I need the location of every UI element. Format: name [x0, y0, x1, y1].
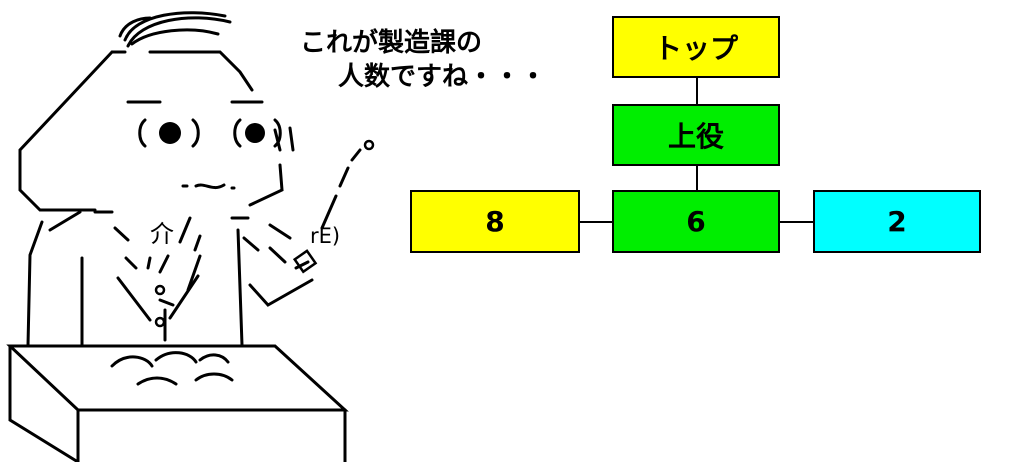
right-eye	[233, 118, 282, 148]
presenter-character	[6, 11, 375, 462]
collar	[113, 216, 202, 307]
org-box-right-label: 2	[887, 205, 907, 238]
hair-strands	[118, 11, 232, 48]
org-box-center: 6	[612, 190, 780, 253]
speech-text: これが製造課の 人数ですね・・・	[300, 26, 546, 94]
pointer-stick	[320, 148, 362, 230]
org-box-left: 8	[410, 190, 580, 253]
org-box-right: 2	[813, 190, 981, 253]
head-right-side	[248, 128, 284, 207]
body-left	[26, 220, 84, 347]
shoulders	[48, 210, 292, 240]
org-box-manager-label: 上役	[667, 120, 724, 153]
cheek-mark	[288, 126, 295, 152]
pointer-glyph: rE)	[310, 224, 341, 248]
org-box-left-label: 8	[485, 205, 505, 238]
connector-center-right	[780, 221, 813, 223]
connector-top-manager	[696, 78, 698, 104]
speech-line-1: これが製造課の	[300, 28, 483, 58]
org-box-top: トップ	[612, 16, 780, 78]
mouth	[181, 183, 236, 190]
shirt	[116, 274, 200, 342]
speech-line-2: 人数ですね・・・	[338, 62, 547, 92]
body-right	[236, 228, 287, 347]
pointer-tip	[363, 139, 375, 151]
org-box-top-label: トップ	[653, 32, 738, 65]
connector-manager-center	[696, 164, 698, 190]
desk	[6, 344, 349, 462]
head-outline	[18, 50, 254, 212]
left-eye	[138, 118, 200, 148]
org-box-center-label: 6	[686, 205, 706, 238]
shirt-glyph-left: 介	[150, 220, 174, 248]
org-box-manager: 上役	[612, 104, 780, 166]
right-arm	[248, 260, 314, 307]
connector-left-center	[580, 221, 612, 223]
